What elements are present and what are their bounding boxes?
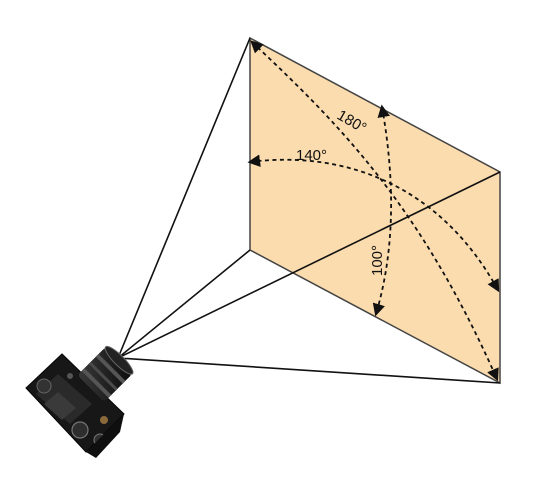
vertical-angle-label: 100° [369, 245, 386, 276]
projection-line-top-left [117, 37, 251, 359]
field-of-view-frame [249, 36, 501, 385]
projection-line-bottom-right [117, 357, 501, 384]
diagonal-angle-arc [250, 40, 499, 382]
horizontal-angle-label: 140° [296, 147, 327, 164]
mirrorless-camera-icon [25, 345, 134, 458]
vertical-angle-arc [372, 104, 392, 317]
projection-line-bottom-left [117, 249, 251, 359]
